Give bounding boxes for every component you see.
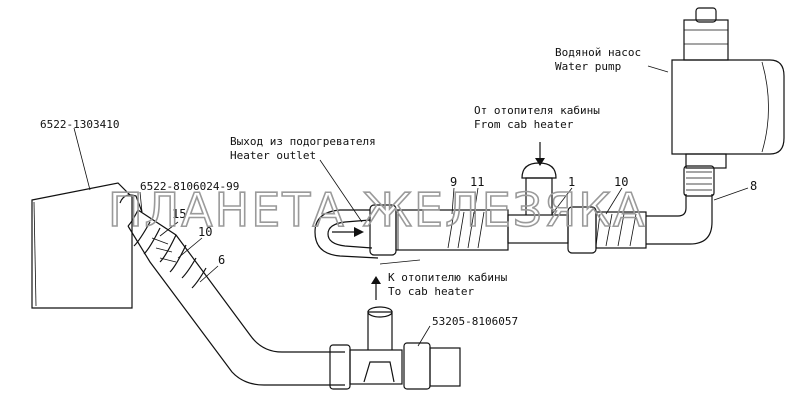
- flow-arrows: [332, 142, 545, 300]
- top-pipeline: [314, 162, 715, 259]
- to-cab-heater-en-label: To cab heater: [388, 285, 474, 298]
- watermark: ПЛАНЕТА ЖЕЛЕЗЯКА: [108, 183, 646, 237]
- water-pump: [671, 7, 785, 169]
- heater-outlet-en-label: Heater outlet: [230, 149, 316, 162]
- left-elbow-hose: [119, 194, 345, 386]
- callout-1: 1: [568, 175, 575, 189]
- to-cab-heater-ru-label: К отопителю кабины: [388, 271, 508, 284]
- callout-11: 11: [470, 175, 484, 189]
- from-cab-heater-en-label: From cab heater: [474, 118, 574, 131]
- callout-15: 15: [172, 207, 186, 221]
- from-cab-heater-ru-label: От отопителя кабины: [474, 104, 600, 117]
- bottom-tee: [329, 306, 461, 390]
- leader-lines: [73, 65, 749, 347]
- text-labels: Водяной насос Water pump От отопителя ка…: [40, 46, 757, 328]
- heater-body: [31, 182, 133, 309]
- water-pump-ru-label: Водяной насос: [555, 46, 641, 59]
- callout-9: 9: [450, 175, 457, 189]
- part-6522-8106024-99-label: 6522-8106024-99: [140, 180, 239, 193]
- callout-8: 8: [750, 179, 757, 193]
- part-53205-8106057-label: 53205-8106057: [432, 315, 518, 328]
- part-6522-1303410-label: 6522-1303410: [40, 118, 119, 131]
- callout-6: 6: [218, 253, 225, 267]
- callout-10-right: 10: [614, 175, 628, 189]
- heater-outlet-ru-label: Выход из подогревателя: [230, 135, 376, 148]
- water-pump-en-label: Water pump: [555, 60, 621, 73]
- callout-10-left: 10: [198, 225, 212, 239]
